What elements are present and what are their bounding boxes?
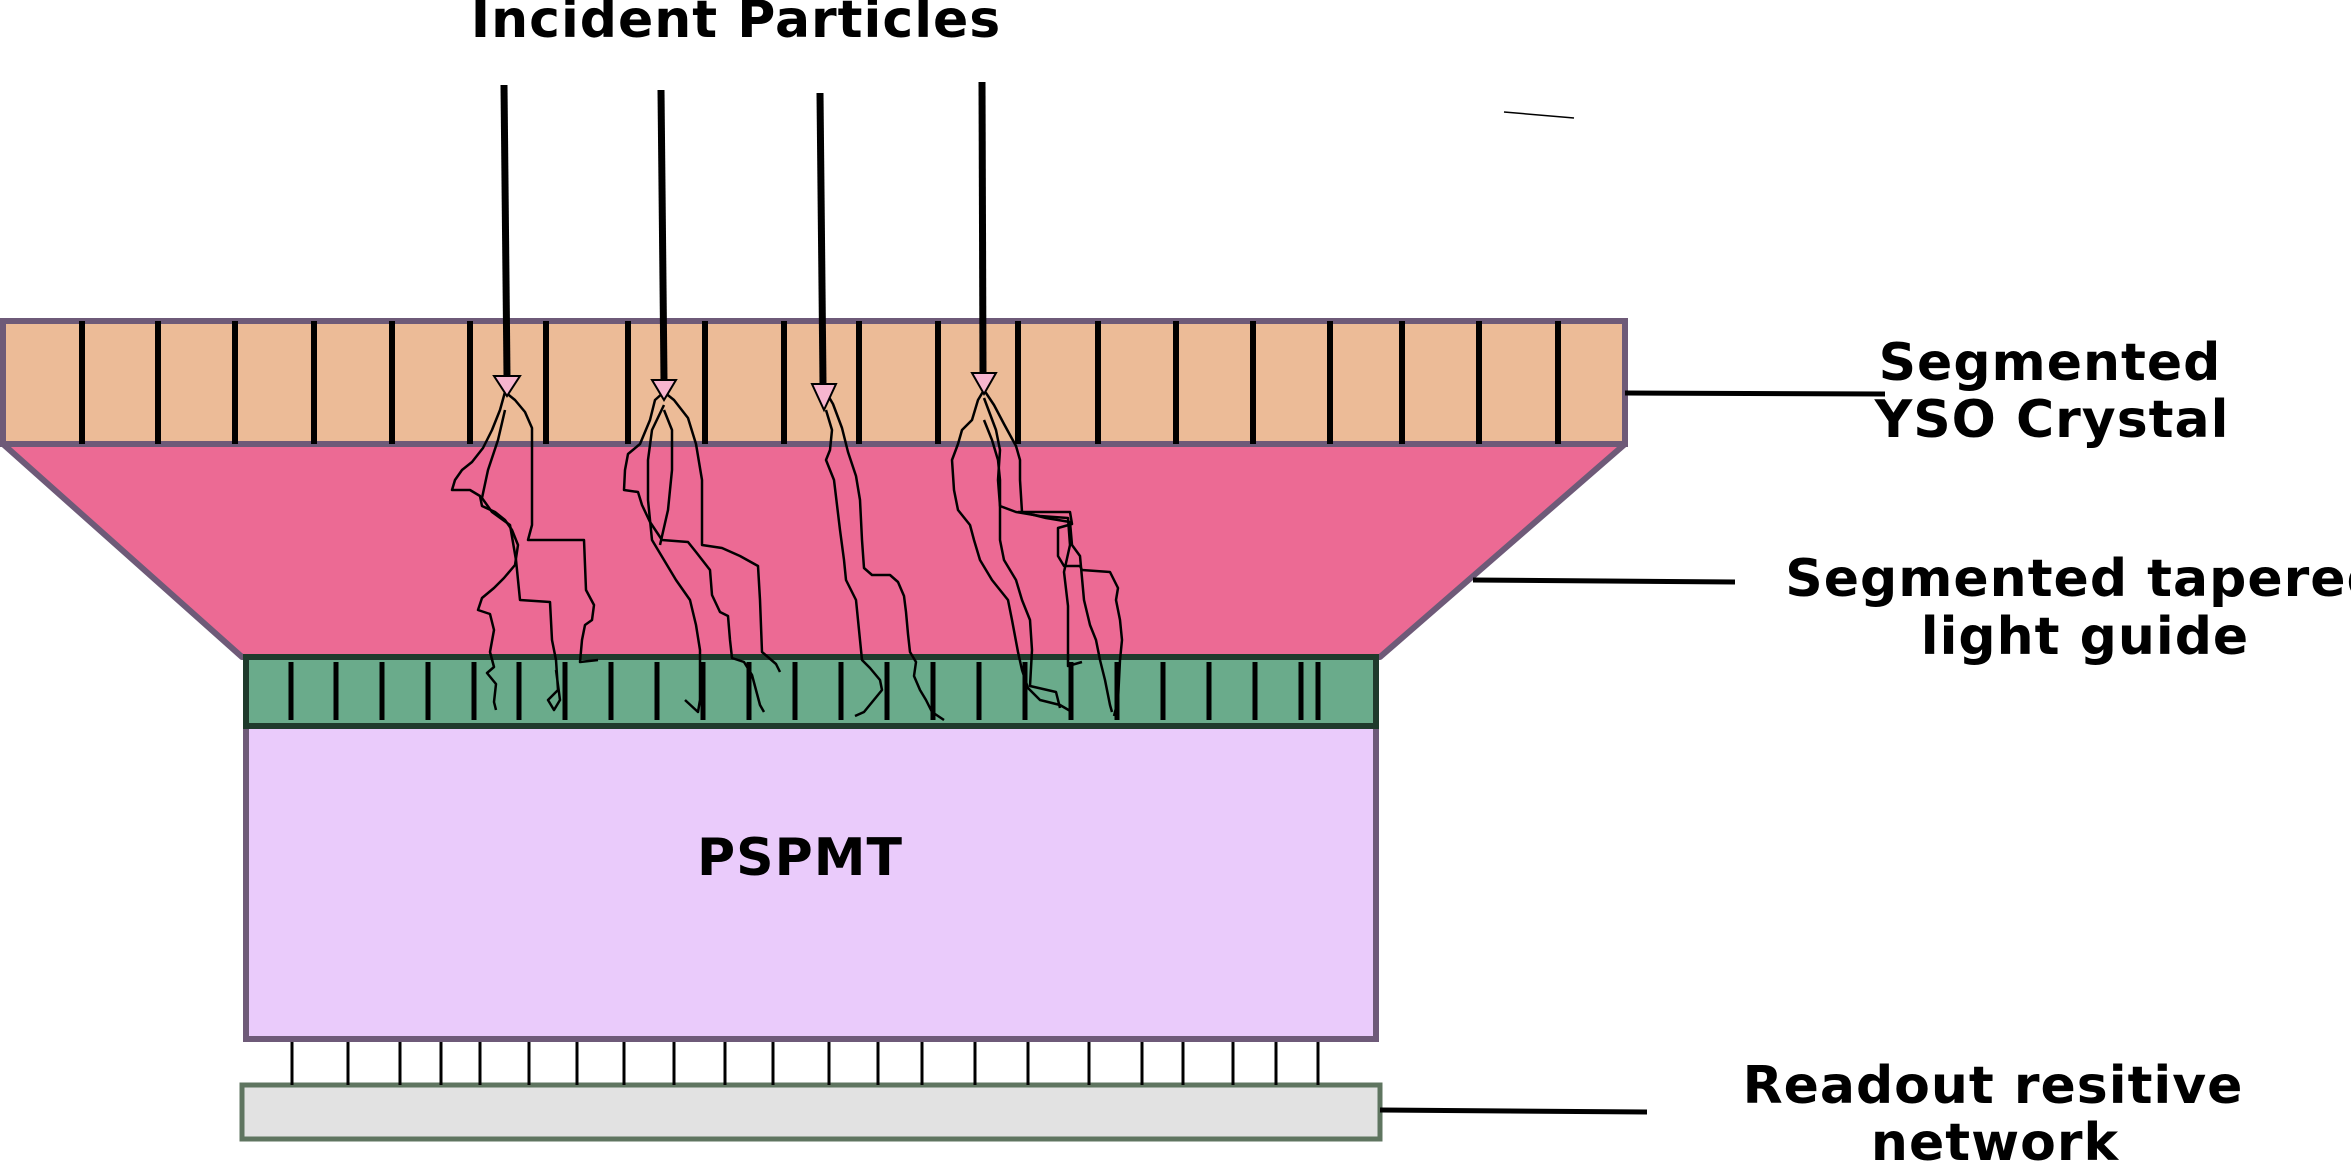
light-path-4a	[950, 389, 1073, 714]
yso-crystal	[0, 318, 1628, 447]
light-path-4e	[1018, 510, 1124, 717]
particle-track-2	[657, 89, 668, 381]
readout-label-line1: Readout resitive	[1743, 1056, 2244, 1116]
pmt-entrance-window	[243, 654, 1379, 729]
leader-line-light-guide	[1472, 577, 1736, 585]
light-path-2c	[646, 404, 702, 714]
light-path-1a	[450, 391, 520, 711]
particle-track-1	[500, 84, 511, 377]
particle-track-3	[816, 92, 827, 385]
light-path-3a	[824, 391, 945, 722]
leader-line-crystal	[1624, 390, 1886, 397]
leader-lines	[1379, 390, 1886, 1115]
light-guide-label-line1: Segmented tapered	[1785, 549, 2351, 609]
arrowhead-icon	[810, 383, 838, 413]
light-path-1c	[480, 409, 562, 712]
light-guide-label-line2: light guide	[1921, 607, 2249, 667]
stray-stroke	[1503, 111, 1575, 119]
light-path-2b	[663, 391, 782, 673]
light-path-4d	[982, 397, 1083, 668]
light-path-4c	[982, 419, 1062, 709]
light-path-3b	[824, 409, 884, 718]
scintillation-light-paths	[450, 389, 1124, 722]
arrowhead-icon	[492, 375, 522, 398]
arrowhead-icon	[650, 379, 678, 402]
crystal-label-line2: YSO Crystal	[1874, 390, 2230, 450]
crystal-label-line1: Segmented	[1879, 333, 2222, 393]
particle-track-4	[978, 81, 987, 374]
leader-line-readout	[1379, 1107, 1648, 1115]
light-path-4b	[982, 389, 1114, 713]
pmt-output-pins	[290, 1039, 1320, 1085]
incident-particles-label: Incident Particles	[471, 0, 1001, 50]
light-path-2a	[622, 391, 766, 713]
arrowhead-icon	[970, 372, 998, 397]
pspmt-label: PSPMT	[697, 828, 903, 888]
readout-network	[239, 1082, 1383, 1142]
light-path-2d	[658, 409, 674, 546]
light-path-1b	[504, 391, 599, 664]
incident-particle-tracks	[492, 81, 998, 413]
tapered-light-guide	[0, 441, 1628, 660]
crystal-segment-dividers	[79, 321, 1561, 444]
readout-label-line2: network	[1871, 1113, 2120, 1163]
window-segment-dividers	[288, 662, 1321, 720]
